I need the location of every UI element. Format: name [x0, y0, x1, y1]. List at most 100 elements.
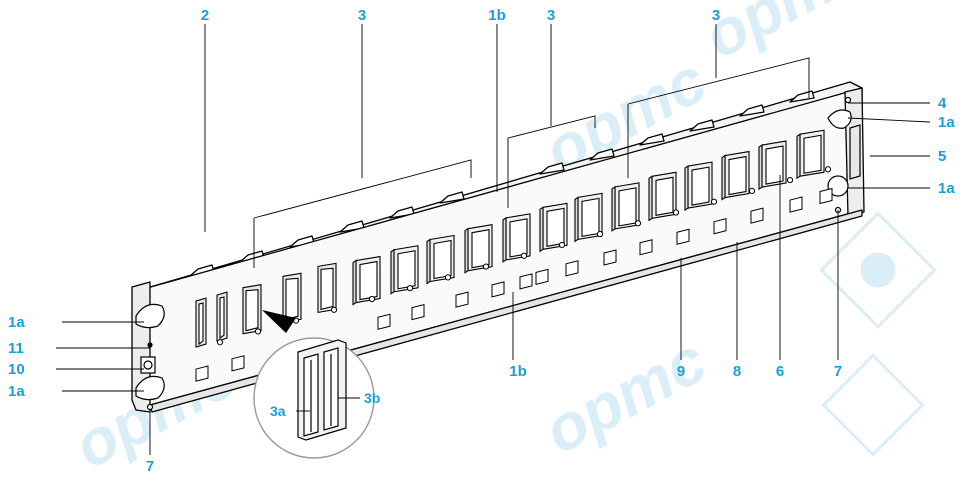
round-hole [520, 252, 528, 259]
connector-detail [253, 310, 375, 459]
round-hole [748, 187, 756, 194]
right-lower-mounting-hole [827, 175, 849, 197]
slot-connector-face [803, 134, 822, 174]
slot-connector-face [397, 250, 416, 290]
callout-1a-r2: 1a [938, 180, 955, 197]
round-hole [824, 166, 832, 173]
callout-1b-bottom: 1b [509, 363, 527, 380]
slot-connector-side [796, 133, 801, 180]
slot-connector-pins [198, 302, 204, 346]
square-mounting-hole [565, 260, 579, 277]
square-mounting-hole [455, 291, 469, 308]
round-hole [786, 176, 794, 184]
square-mounting-hole [819, 187, 833, 205]
slot-connector-side [464, 227, 469, 274]
callout-4: 4 [938, 95, 947, 112]
round-hole [710, 198, 718, 205]
slot-connector-side [502, 216, 507, 263]
round-hole [672, 209, 680, 216]
square-mounting-hole [713, 218, 727, 235]
square-mounting-hole [195, 365, 209, 382]
callout-1a-l2: 1a [8, 383, 25, 400]
slot-connector-side [721, 154, 726, 201]
right-end-plate [827, 96, 861, 214]
slot-connector-face [728, 155, 747, 196]
slot-connector-face [509, 218, 528, 258]
round-hole [254, 328, 262, 335]
square-mounting-hole [377, 313, 391, 330]
bracket-3-c [627, 57, 810, 105]
square-mounting-hole [676, 228, 690, 245]
slot-connector-side [390, 248, 395, 295]
slot-connector-pins [245, 289, 259, 332]
callout-2: 2 [201, 7, 209, 24]
square-mounting-hole [519, 273, 533, 290]
slot-connector-face [691, 166, 710, 206]
callout-3b: 3b [364, 390, 380, 406]
slot-connectors [195, 129, 825, 348]
top-rail-tabs [189, 90, 815, 277]
extension-connector [849, 124, 861, 180]
slot-connector-face [359, 260, 378, 301]
callout-1a-l1: 1a [8, 314, 25, 331]
watermark-text-2: opmc [533, 324, 718, 468]
callout-11: 11 [8, 340, 24, 357]
slot-connector-pins [320, 267, 334, 311]
enlarged-connector [297, 339, 347, 441]
square-mounting-hole [535, 268, 549, 285]
detail-pointer [262, 310, 296, 333]
slot-connector-face [546, 207, 565, 248]
slot-connector-side [352, 259, 357, 306]
leader-1a-r1 [847, 117, 931, 123]
slot-connector-face [618, 187, 637, 227]
right-upper-mounting-hole [827, 109, 852, 129]
callout-1a-r1: 1a [938, 114, 955, 131]
round-hole [558, 241, 566, 249]
slot-connector-pins [219, 296, 225, 340]
square-mounting-hole [231, 355, 245, 372]
callout-9: 9 [677, 363, 685, 380]
bracket-3-a [253, 159, 472, 219]
square-mounting-hole [603, 249, 617, 266]
callout-8: 8 [733, 363, 741, 380]
slot-connector-side [539, 206, 544, 253]
round-hole [216, 339, 224, 346]
round-hole [482, 263, 490, 270]
slot-connector-pins [285, 277, 299, 321]
watermark-text-4: opmc [693, 0, 878, 72]
slot-connector-side [758, 144, 763, 191]
callout-7-right: 7 [834, 363, 842, 380]
slot-connector-side [684, 165, 689, 212]
callout-1b-top: 1b [488, 7, 506, 24]
left-lower-mounting-hole [135, 375, 165, 401]
led-indicator [147, 342, 153, 348]
leader-lines [56, 24, 931, 455]
callout-5: 5 [938, 148, 946, 165]
slot-connector-face [765, 145, 784, 185]
round-hole [368, 295, 376, 303]
square-mounting-hole [789, 196, 803, 213]
callout-3-b: 3 [547, 7, 555, 24]
slot-connector-face [581, 197, 600, 238]
slot-connector-side [426, 238, 431, 285]
bracket-3-b [507, 115, 596, 139]
round-hole [444, 274, 452, 281]
callout-7-left: 7 [146, 458, 154, 475]
square-mounting-hole [411, 303, 425, 321]
square-mounting-hole [639, 239, 653, 256]
callout-labels: 2 3 1b 3 3 4 1a 5 1a 1a 11 10 1a 7 1b 9 … [8, 7, 955, 475]
round-hole [596, 231, 604, 238]
ground-screw-icon [143, 360, 153, 370]
slot-connector-side [574, 196, 579, 243]
callout-10: 10 [8, 361, 25, 378]
slot-connector-face [471, 229, 490, 269]
callout-3-a: 3 [358, 7, 366, 24]
slot-connector-face [655, 176, 674, 216]
callout-3a: 3a [270, 403, 286, 419]
slot-connector-side [648, 175, 653, 222]
callout-3-c: 3 [712, 7, 720, 24]
mounting-holes [195, 166, 833, 382]
round-hole [634, 220, 642, 227]
callout-6: 6 [776, 363, 784, 380]
